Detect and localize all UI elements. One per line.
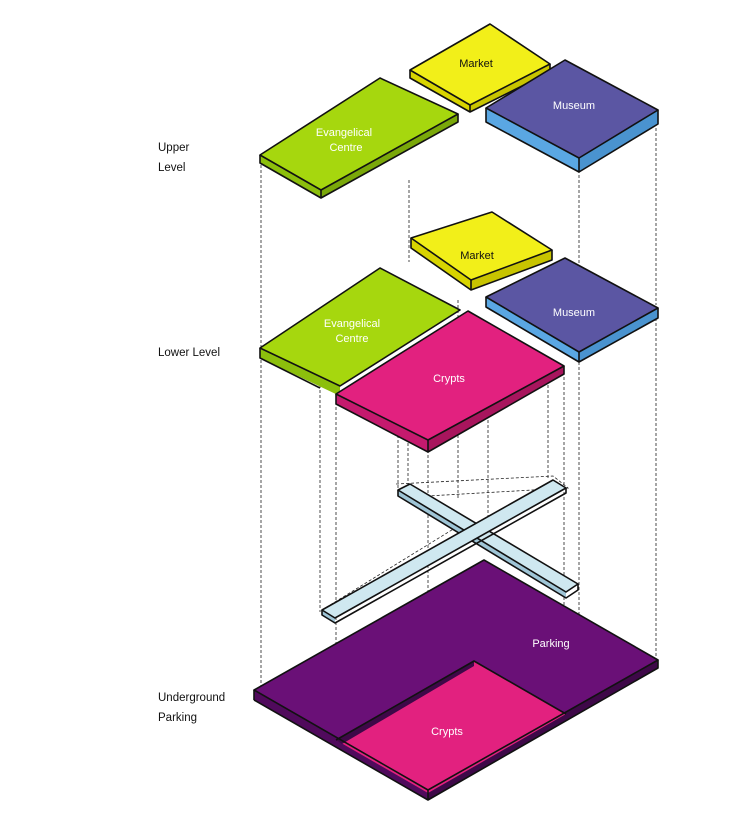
lower-level-label: Lower Level <box>158 347 220 359</box>
upper-museum-label: Museum <box>553 100 595 112</box>
lower-museum-label: Museum <box>553 307 595 319</box>
underground-crypts-label: Crypts <box>431 726 463 738</box>
lower-level-blocks <box>259 211 659 453</box>
upper-level-label-line2: Level <box>158 162 186 174</box>
underground-parking-slab <box>253 559 659 801</box>
lower-evangelical-label-line1: Evangelical <box>324 318 380 330</box>
upper-market-label: Market <box>459 58 493 70</box>
lower-evangelical-label-line2: Centre <box>335 333 368 345</box>
underground-label-line1: Underground <box>158 692 225 704</box>
lower-crypts-label: Crypts <box>433 373 465 385</box>
upper-evangelical-label-line1: Evangelical <box>316 127 372 139</box>
upper-level-blocks <box>259 23 659 199</box>
upper-evangelical-label-line2: Centre <box>329 142 362 154</box>
upper-level-label-line1: Upper <box>158 142 189 154</box>
lower-market-label: Market <box>460 250 494 262</box>
level-labels: Upper Level Lower Level Underground Park… <box>158 142 225 724</box>
cross-element <box>321 479 579 624</box>
parking-label: Parking <box>532 638 569 650</box>
underground-label-line2: Parking <box>158 712 197 724</box>
block-labels: Market Museum Evangelical Centre Market … <box>316 58 595 738</box>
